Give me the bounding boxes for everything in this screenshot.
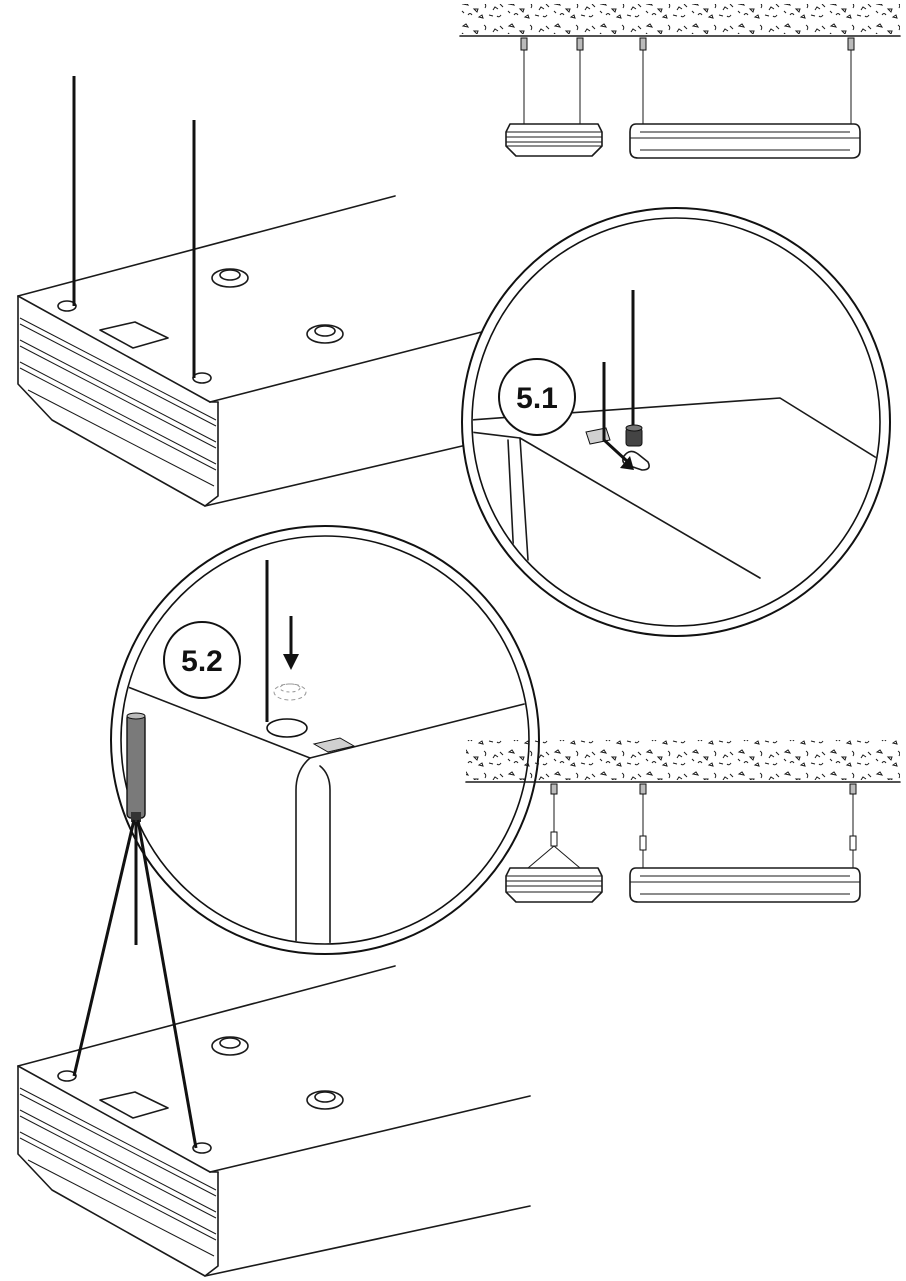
label-plate bbox=[99, 1091, 169, 1119]
cable-sleeve bbox=[126, 713, 146, 819]
ceiling-texture bbox=[466, 740, 900, 780]
heater-grille bbox=[19, 317, 217, 487]
heater-front-view bbox=[629, 123, 861, 159]
label-plate bbox=[99, 321, 169, 349]
mounting-bosses bbox=[57, 268, 344, 384]
down-arrow-icon bbox=[602, 362, 634, 470]
heater-side-view bbox=[505, 123, 603, 157]
heater-perspective-bottom bbox=[17, 712, 531, 1277]
ceiling-studs bbox=[520, 37, 855, 51]
heater-front-view bbox=[629, 867, 861, 903]
mounting-bosses bbox=[57, 1036, 344, 1154]
suspension-rods bbox=[527, 794, 857, 869]
heater-grille bbox=[19, 1087, 217, 1257]
heater-side-view bbox=[505, 867, 603, 903]
down-arrow-icon bbox=[283, 616, 299, 670]
heater-perspective-top bbox=[17, 76, 506, 507]
detail-5-1: 5.1 bbox=[461, 207, 891, 637]
ceiling-studs bbox=[550, 783, 857, 795]
step-label-5-2: 5.2 bbox=[181, 645, 223, 678]
step-label-5-1: 5.1 bbox=[516, 382, 558, 415]
suspension-rods bbox=[523, 50, 852, 124]
ceiling-view-cables bbox=[465, 740, 901, 903]
ceiling-texture bbox=[460, 4, 900, 34]
ceiling-view-rods bbox=[459, 4, 901, 159]
